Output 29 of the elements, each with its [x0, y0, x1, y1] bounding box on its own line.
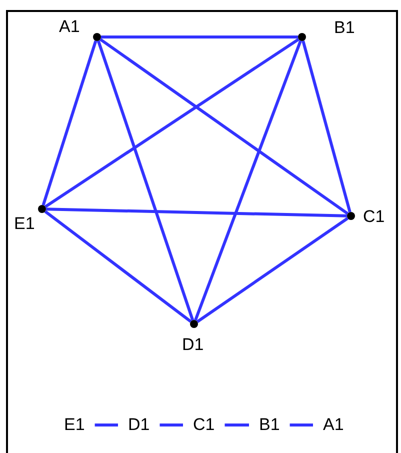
point-marker	[298, 33, 306, 41]
point-marker	[38, 205, 46, 213]
connecting-line	[101, 36, 298, 38]
vertex-label: E1	[64, 416, 85, 434]
connecting-line	[44, 38, 300, 208]
point-marker	[190, 320, 198, 328]
connecting-line	[224, 424, 249, 426]
connecting-line	[302, 40, 352, 213]
connecting-line	[46, 208, 348, 218]
vertex-label: E1	[14, 215, 35, 233]
vertex-label: A1	[59, 18, 80, 36]
vertex-label: C1	[193, 416, 215, 434]
connecting-line	[42, 40, 98, 206]
vertex-label: D1	[182, 336, 204, 354]
point-marker	[93, 33, 101, 41]
connecting-line	[96, 40, 194, 321]
vertex-label: A1	[323, 416, 344, 434]
vertex-label: D1	[128, 416, 150, 434]
connecting-line	[99, 38, 349, 215]
vertex-label: C1	[363, 208, 385, 226]
connecting-line	[194, 40, 302, 321]
connecting-line	[290, 424, 313, 426]
point-marker	[347, 212, 355, 220]
connecting-line	[94, 424, 118, 426]
connecting-line	[44, 210, 192, 323]
connecting-line	[160, 424, 183, 426]
vertex-label: B1	[334, 19, 355, 37]
connecting-line	[196, 217, 349, 323]
vertex-label: B1	[259, 416, 280, 434]
